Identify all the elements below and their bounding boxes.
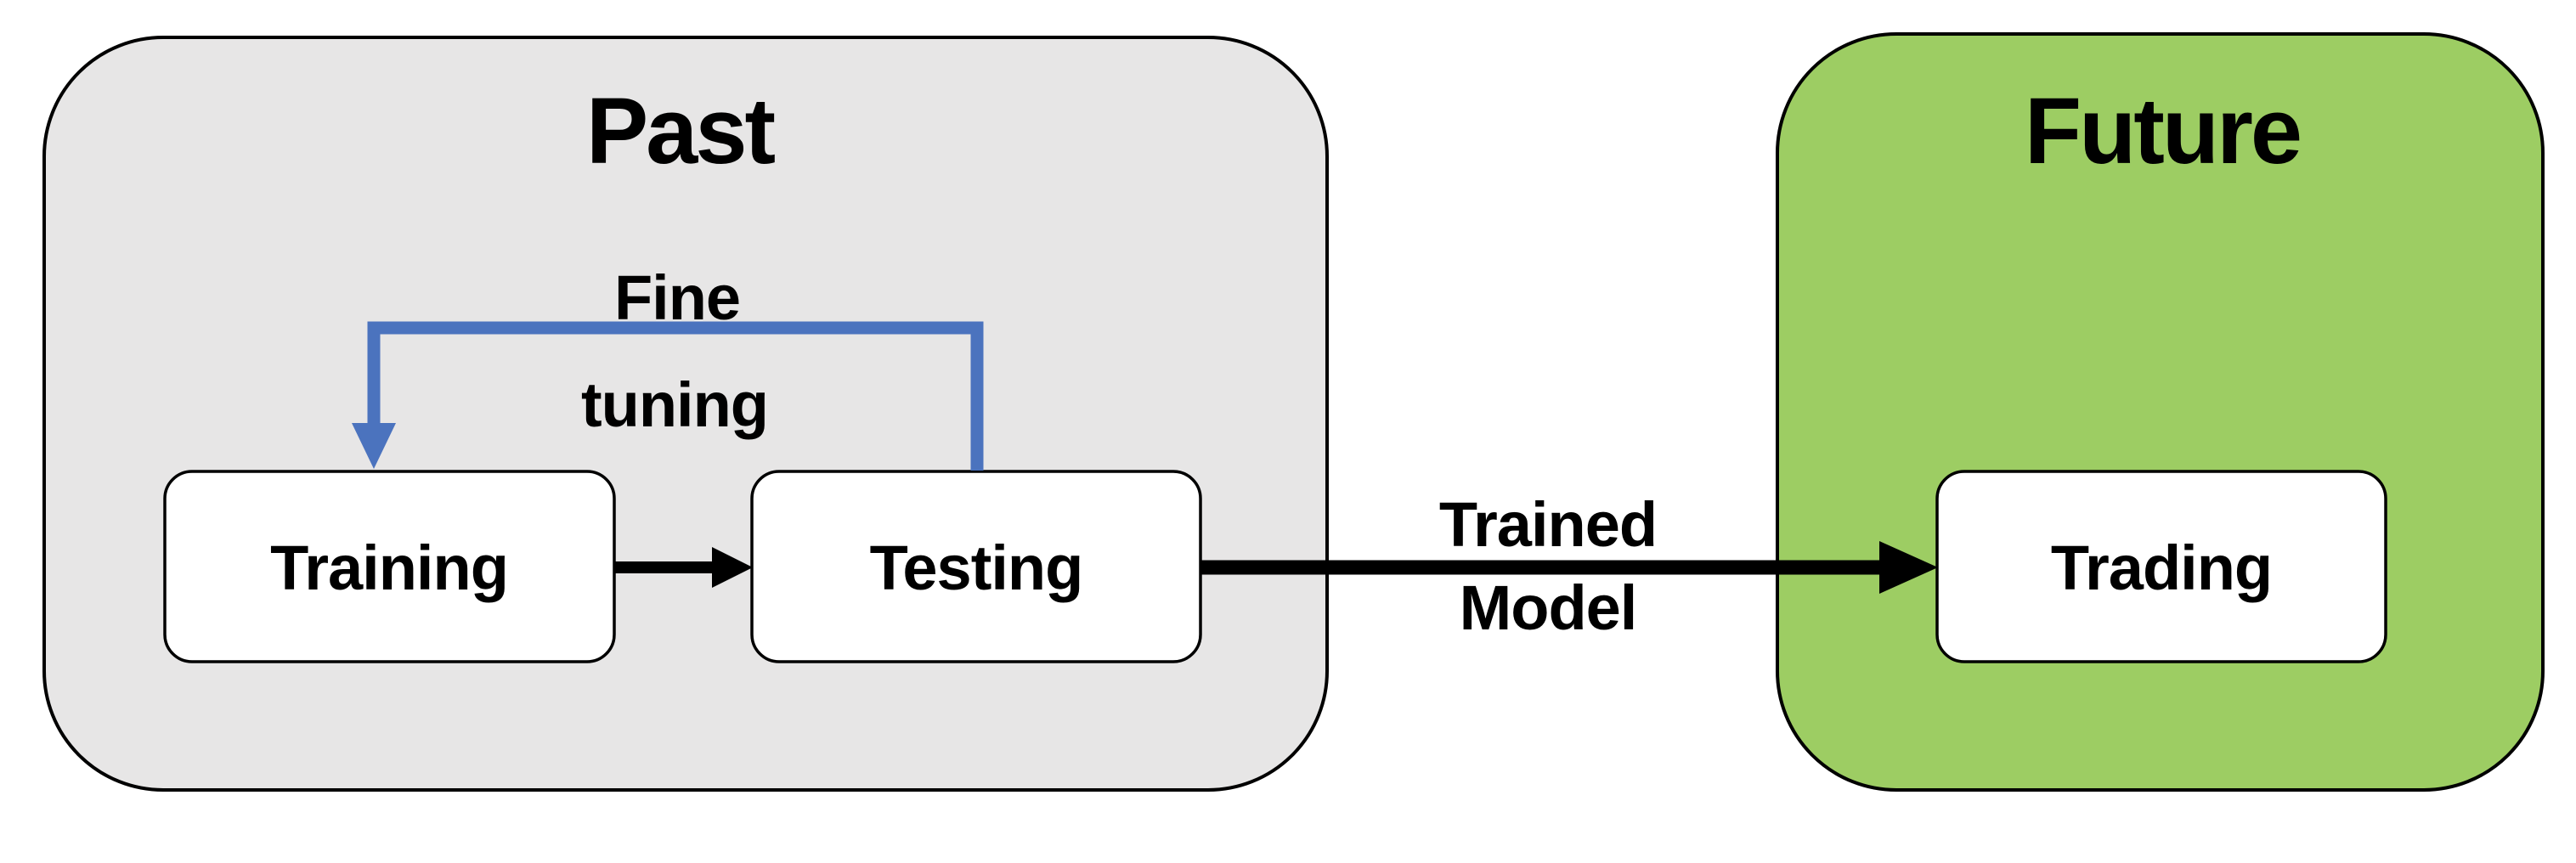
past-title: Past xyxy=(586,79,776,183)
future-title: Future xyxy=(2025,79,2300,183)
training-to-testing-arrowhead-icon xyxy=(712,547,753,588)
training-label: Training xyxy=(270,533,508,603)
trained-model-label-line2: Model xyxy=(1460,573,1637,643)
fine-tuning-label-line1: Fine xyxy=(614,262,740,333)
fine-tuning-arrowhead-icon xyxy=(352,423,396,469)
trained-model-arrowhead-icon xyxy=(1879,541,1938,594)
testing-label: Testing xyxy=(870,533,1083,603)
trained-model-label-line1: Trained xyxy=(1439,489,1657,560)
trading-box xyxy=(1935,470,2387,663)
trading-label: Trading xyxy=(2051,533,2272,603)
fine-tuning-label-line2: tuning xyxy=(581,369,768,440)
fine-tuning-loop-arrow xyxy=(367,321,984,471)
